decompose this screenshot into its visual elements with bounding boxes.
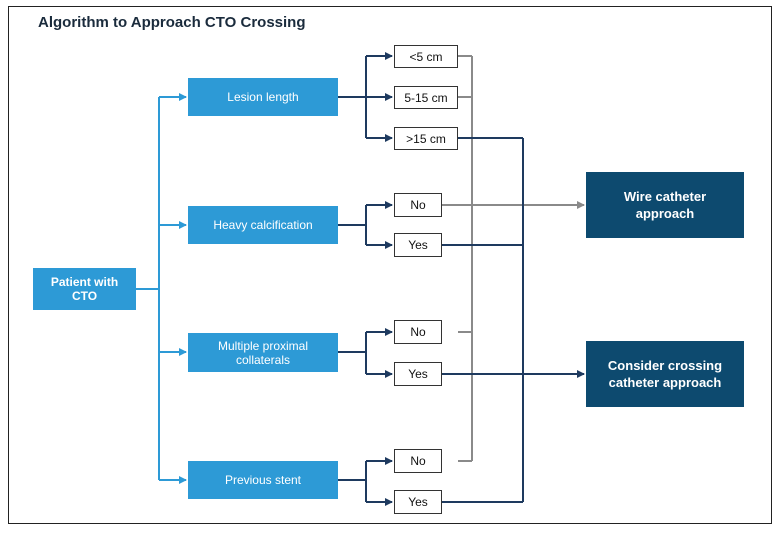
criteria-to-option-connectors <box>338 52 393 506</box>
option-calcification-no: No <box>394 193 442 217</box>
crossing-approach-collector <box>442 137 585 503</box>
criterion-lesion-length: Lesion length <box>188 78 338 116</box>
option-lesion-less-than-5cm: <5 cm <box>394 45 458 68</box>
diagram-title: Algorithm to Approach CTO Crossing <box>38 14 306 31</box>
start-node-patient-with-cto: Patient with CTO <box>33 268 136 310</box>
option-stent-yes: Yes <box>394 490 442 514</box>
option-lesion-greater-than-15cm: >15 cm <box>394 127 458 150</box>
criterion-heavy-calcification: Heavy calcification <box>188 206 338 244</box>
start-to-criteria-connectors <box>136 93 187 484</box>
option-lesion-5-to-15cm: 5-15 cm <box>394 86 458 109</box>
option-calcification-yes: Yes <box>394 233 442 257</box>
option-collaterals-yes: Yes <box>394 362 442 386</box>
option-stent-no: No <box>394 449 442 473</box>
option-collaterals-no: No <box>394 320 442 344</box>
criterion-multiple-proximal-collaterals: Multiple proximal collaterals <box>188 333 338 372</box>
outcome-consider-crossing-catheter-approach: Consider crossing catheter approach <box>586 341 744 407</box>
wire-approach-collector <box>442 55 585 462</box>
figure-frame <box>8 6 772 524</box>
outcome-wire-catheter-approach: Wire catheter approach <box>586 172 744 238</box>
criterion-previous-stent: Previous stent <box>188 461 338 499</box>
